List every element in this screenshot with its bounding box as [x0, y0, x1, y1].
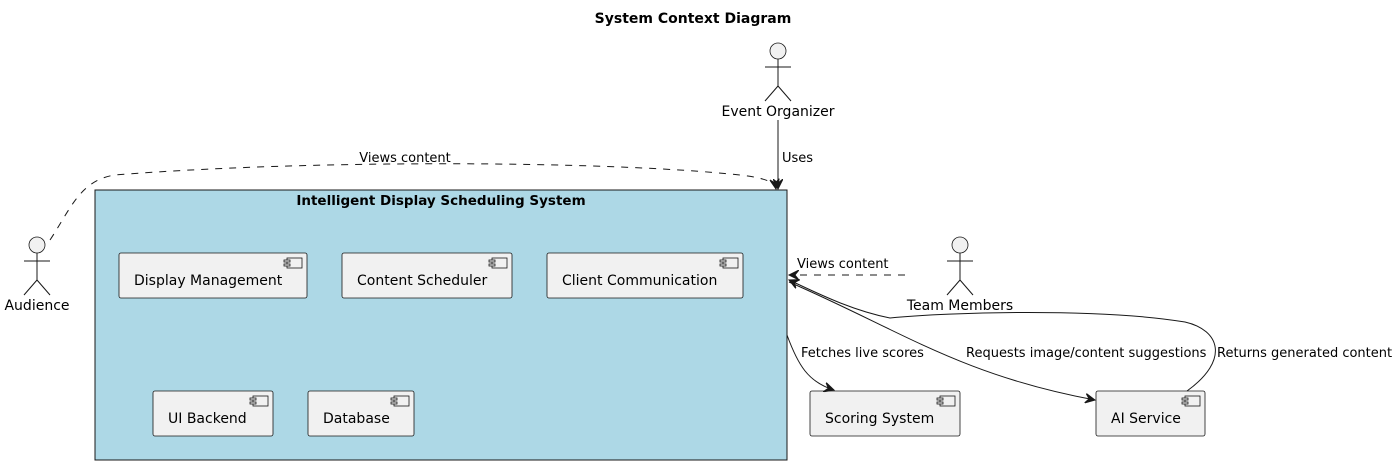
actor-icon [23, 236, 51, 296]
component-client-communication[interactable]: Client Communication [546, 252, 744, 299]
actor-icon [946, 236, 974, 296]
component-icon [390, 395, 410, 407]
component-icon [1181, 395, 1201, 407]
component-icon [283, 257, 303, 269]
edge-returns: Returns generated content [789, 280, 1392, 392]
component-label: Content Scheduler [357, 273, 487, 289]
component-label: UI Backend [168, 411, 247, 427]
component-label: Database [323, 411, 390, 427]
edge-audience-views: Views content [49, 151, 776, 241]
edge-team-views: Views content [789, 257, 905, 275]
component-label: Display Management [134, 273, 283, 289]
actor-event-organizer[interactable]: Event Organizer [721, 42, 835, 120]
actor-audience[interactable]: Audience [4, 236, 70, 314]
component-icon [249, 395, 269, 407]
component-label: Scoring System [825, 411, 934, 427]
actor-label: Audience [4, 298, 69, 314]
component-label: AI Service [1111, 411, 1181, 427]
component-display-management[interactable]: Display Management [118, 252, 308, 299]
edge-label: Fetches live scores [801, 346, 924, 361]
edge-fetches: Fetches live scores [786, 334, 924, 390]
edge-label: Views content [359, 151, 451, 166]
edge-uses: Uses [778, 120, 813, 189]
actor-label: Event Organizer [721, 104, 834, 120]
component-database[interactable]: Database [307, 390, 415, 437]
component-ui-backend[interactable]: UI Backend [152, 390, 274, 437]
edge-label: Views content [797, 257, 889, 272]
actor-icon [764, 42, 792, 102]
component-scoring-system[interactable]: Scoring System [809, 390, 961, 437]
edge-label: Requests image/content suggestions [966, 346, 1207, 361]
edge-label: Returns generated content [1217, 346, 1392, 361]
component-icon [488, 257, 508, 269]
edge-requests: Requests image/content suggestions [788, 281, 1207, 400]
component-ai-service[interactable]: AI Service [1095, 390, 1206, 437]
diagram-title: System Context Diagram [595, 11, 792, 27]
system-title: Intelligent Display Scheduling System [296, 193, 585, 209]
component-icon [719, 257, 739, 269]
edge-label: Uses [782, 151, 813, 166]
component-label: Client Communication [562, 273, 717, 289]
component-content-scheduler[interactable]: Content Scheduler [341, 252, 513, 299]
actor-team-members[interactable]: Team Members [906, 236, 1013, 314]
component-icon [936, 395, 956, 407]
actor-label: Team Members [906, 298, 1013, 314]
